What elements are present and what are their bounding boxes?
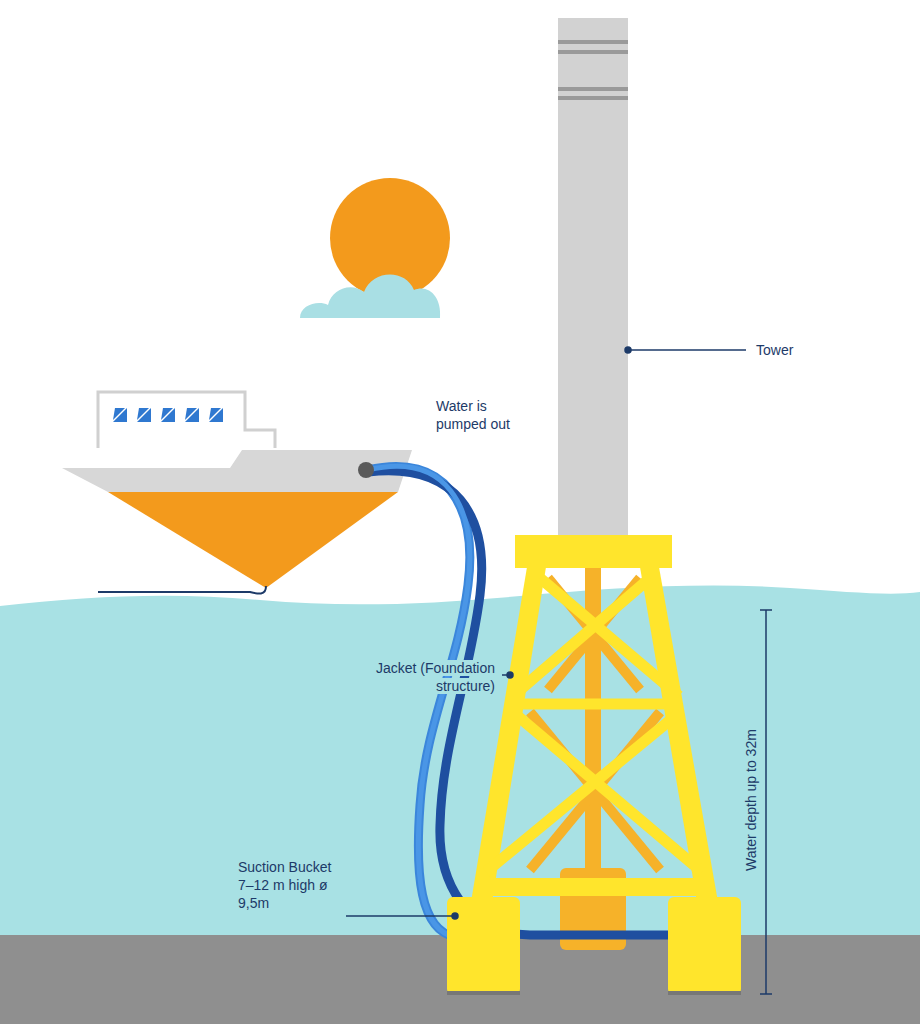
cloud [300,274,440,318]
callout-label: Water is pumped out [436,397,536,433]
ship-cabin [98,392,275,448]
leader-line [628,349,746,351]
leaders [346,347,772,994]
jacket-bottom-brace [478,878,712,896]
bucket-skirt [447,991,520,995]
transition-piece [515,535,672,568]
bucket-skirt [668,991,741,995]
leader-dot [625,347,631,353]
dimension-label: Water depth up to 32m [742,670,760,930]
ship [62,392,412,594]
ship-windows [113,408,223,422]
ship-deck [62,450,412,492]
tower-stripe [558,96,628,100]
dimension-line [765,610,767,994]
tower-stripe [558,87,628,91]
tower [558,18,628,538]
part-label: Jacket (Foundation structure) [350,659,498,695]
leader-dot [507,672,513,678]
leader-dot [452,913,458,919]
dimension-tick [760,609,772,611]
suction-bucket [668,897,741,995]
tower-stripe [558,50,628,54]
ship-hull [108,492,398,588]
suction-bucket [447,897,520,995]
hose [368,466,470,937]
part-label: Suction Bucket 7–12 m high ø 9,5m [238,858,344,913]
pump-outlet [358,462,374,478]
dimension-tick [760,993,772,995]
leader-line [346,915,455,917]
tower-stripe [558,40,628,44]
part-label: Tower [756,341,906,359]
anchor-line [98,586,266,594]
jacket [447,535,741,995]
